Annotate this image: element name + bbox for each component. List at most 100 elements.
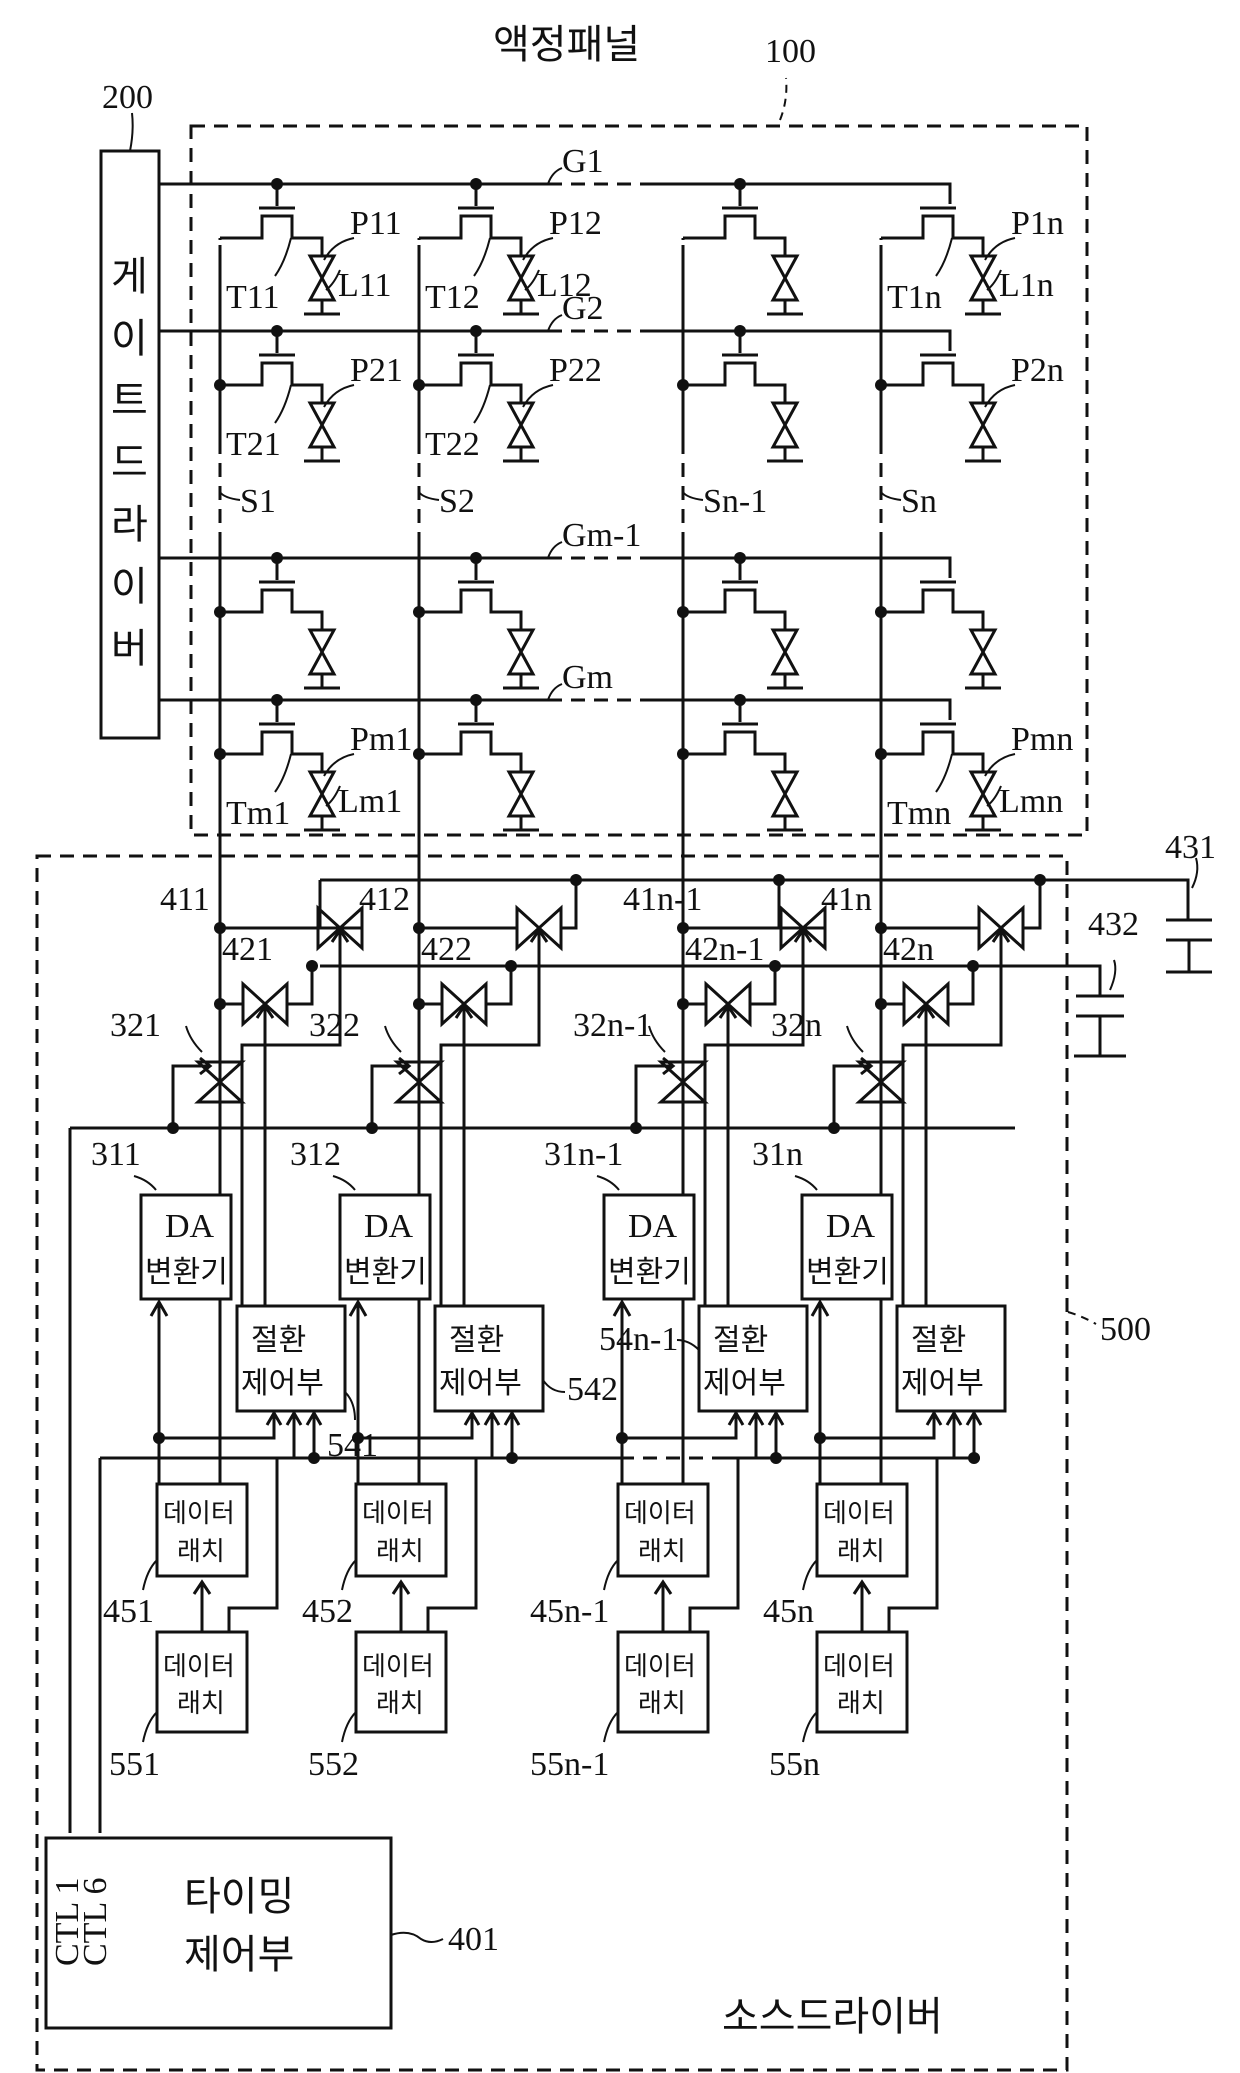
data-latch-2-ref: 551: [109, 1746, 160, 1783]
tft-leader: [275, 754, 291, 792]
switch-41-control: [993, 930, 1009, 968]
latch-1-leader: [143, 1560, 157, 1590]
tft-channel: [220, 732, 322, 772]
data-latch-label: 데이터: [823, 1499, 895, 1529]
data-latch-label: 데이터: [624, 1652, 696, 1682]
data-latch-label: 데이터: [163, 1652, 235, 1682]
gate-driver-ref-leader: [130, 113, 133, 151]
switch-controller-input: [267, 1413, 281, 1430]
source-line-label: S1: [240, 483, 276, 520]
tft-channel: [220, 216, 322, 256]
gate-line-leader: [548, 168, 562, 184]
data-latch-1-ref: 45n: [763, 1593, 814, 1630]
schematic-elements: G1G2Gm-1GmS1S2Sn-1SnT11P11L11T12P12L12T1…: [46, 143, 1216, 2028]
switch-controller-input: [307, 1413, 321, 1430]
lc-label: Lmn: [999, 783, 1063, 820]
switch-controller-ref: 54n-1: [599, 1321, 678, 1358]
tft-channel: [220, 590, 322, 630]
ctl-6-label: CTL 6: [77, 1878, 114, 1966]
switch-42-control: [918, 1006, 934, 1044]
switch-controller-input: [465, 1413, 479, 1430]
lc-cell: [773, 256, 797, 300]
switch-42-label: 42n: [883, 931, 934, 968]
switch-42-control: [456, 1006, 472, 1044]
switch-controller-input: [769, 1413, 783, 1430]
da-converter-ref: 31n: [752, 1136, 803, 1173]
tft-channel: [220, 363, 322, 403]
data-latch-label: 래치: [638, 1537, 686, 1567]
source-driver-ref: 500: [1100, 1311, 1151, 1348]
latch-1-leader: [604, 1560, 618, 1590]
data-latch-2-ref: 55n: [769, 1746, 820, 1783]
latch-2-leader: [143, 1712, 157, 1742]
junction-dot: [306, 960, 318, 972]
lc-cell: [509, 256, 533, 300]
ctl-41-riser: [903, 968, 1001, 1306]
data-latch-label: 래치: [177, 1537, 225, 1567]
switch-controller-ref: 542: [567, 1371, 618, 1408]
junction-dot: [413, 379, 425, 391]
latch-transfer-arrow: [655, 1582, 671, 1632]
da-ref-leader: [134, 1176, 156, 1190]
gate-line-leader: [548, 315, 562, 331]
switch-controller-label: 제어부: [703, 1366, 786, 1401]
data-latch-1-ref: 452: [302, 1593, 353, 1630]
cap-432-leader: [1110, 960, 1115, 990]
lc-cell: [971, 772, 995, 816]
tft-leader: [474, 385, 490, 423]
switch-controller-label: 제어부: [901, 1366, 984, 1401]
switch-42-label: 421: [222, 931, 273, 968]
da-converter-ref: 312: [290, 1136, 341, 1173]
switch-42-label: 42n-1: [685, 931, 764, 968]
capacitor-label: 431: [1165, 829, 1216, 866]
switch-32-leader: [385, 1026, 401, 1052]
switch-42-control: [257, 1006, 273, 1044]
gate-line-label: Gm-1: [562, 517, 641, 554]
junction-dot: [769, 960, 781, 972]
junction-dot: [677, 606, 689, 618]
data-latch-label: 데이터: [163, 1499, 235, 1529]
lc-cell: [509, 772, 533, 816]
capacitor-431: [1166, 920, 1212, 972]
pixel-label: P1n: [1011, 205, 1064, 242]
tft-channel: [881, 363, 983, 403]
switch-42-out: [486, 966, 511, 1004]
junction-dot: [214, 379, 226, 391]
lc-label: Lm1: [338, 783, 402, 820]
sc-ref-leader: [677, 1340, 699, 1350]
switch-controller-label: 절환: [251, 1323, 306, 1358]
pixel-label: P22: [549, 352, 602, 389]
panel-ref-leader: [780, 78, 786, 120]
switch-controller-label: 절환: [911, 1323, 966, 1358]
da-converter-label: 변환기: [806, 1255, 889, 1290]
switch-41-out: [561, 880, 576, 928]
data-latch-label: 데이터: [362, 1499, 434, 1529]
switch-41-label: 41n: [821, 881, 872, 918]
tft-leader: [936, 754, 952, 792]
junction-dot: [505, 960, 517, 972]
lc-cell: [509, 630, 533, 674]
da-converter-label: DA: [165, 1208, 215, 1245]
switch-42-label: 422: [421, 931, 472, 968]
tft-channel: [683, 590, 785, 630]
timing-controller-label: 타이밍: [184, 1874, 294, 1920]
da-converter-ref: 311: [91, 1136, 141, 1173]
da-converter-ref: 31n-1: [544, 1136, 623, 1173]
junction-dot: [413, 606, 425, 618]
data-latch-label: 래치: [638, 1689, 686, 1719]
capacitor-label: 432: [1088, 906, 1139, 943]
pixel-label: P12: [549, 205, 602, 242]
timing-ref-leader: [391, 1933, 443, 1942]
tft-channel: [881, 590, 983, 630]
data-latch-2-ref: 552: [308, 1746, 359, 1783]
junction-dot: [570, 874, 582, 886]
tft-channel: [419, 732, 521, 772]
tft-channel: [419, 363, 521, 403]
switch-41-out: [1023, 880, 1040, 928]
da-ref-leader: [795, 1176, 817, 1190]
latch-2-leader: [604, 1712, 618, 1742]
lc-cell: [971, 403, 995, 447]
switch-controller-label: 제어부: [439, 1366, 522, 1401]
